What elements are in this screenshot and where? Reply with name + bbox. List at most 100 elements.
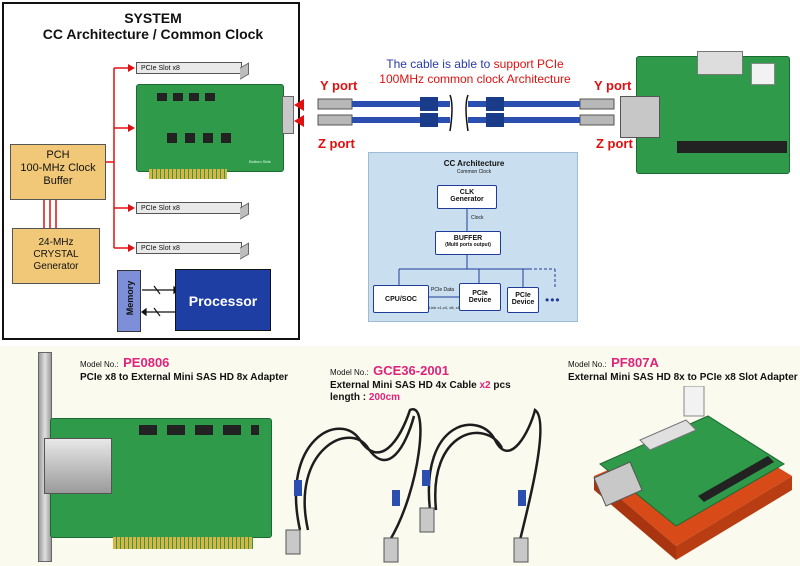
pf807a-top-sas-connector [620, 96, 660, 138]
pf807a-model-code: PF807A [611, 355, 659, 370]
board-arrow [128, 124, 135, 132]
cable2-ferrite-left [420, 113, 438, 127]
cable-b-plug-1 [419, 507, 435, 533]
cable-b-ferrite [422, 470, 430, 486]
cc-device2-line1: PCIe [515, 292, 531, 299]
memory-block: Memory [117, 270, 141, 332]
cable2-plug-right [579, 114, 615, 126]
gce36-length-value: 200cm [368, 392, 401, 403]
cable-b-plug-2 [513, 537, 529, 563]
pf807a-pcie-slot [698, 456, 774, 502]
pcie-slot-3: PCIe Slot x8 [136, 242, 242, 254]
cable-b-pair [434, 431, 504, 511]
cc-architecture-diagram: CC Architecture Common Clock CLK Generat… [368, 152, 578, 322]
cc-cpu-soc: CPU/SOC [373, 285, 429, 313]
cc-connectors [398, 209, 556, 298]
cc-pcie-data-label: PCIe Data [431, 287, 455, 293]
cable-caption-red2: 100MHz common clock Architecture [379, 72, 571, 86]
pe0806-model-code: PE0806 [123, 355, 170, 370]
cable-a-plug-2 [383, 537, 399, 563]
y-port-label-right: Y port [594, 78, 632, 93]
gce36-cables [285, 407, 542, 563]
cable-drawing [294, 94, 636, 132]
cable-a [294, 408, 422, 541]
gce36-length: length : 200cm [330, 392, 511, 404]
slot3-arrow [128, 244, 135, 252]
pch-line3: Buffer [43, 175, 73, 187]
gce36-model-code: GCE36-2001 [373, 363, 450, 378]
system-title-line1: SYSTEM [124, 10, 182, 26]
crystal-line1: 24-MHz [38, 237, 74, 248]
cc-device2-line2: Device [511, 299, 535, 306]
pf807a-top-power-connector [697, 51, 743, 75]
cc-subtitle: Common Clock [456, 169, 492, 175]
cc-device1-line1: PCIe [472, 290, 488, 297]
cc-title: CC Architecture [443, 159, 505, 168]
y-port-label-left: Y port [320, 78, 358, 93]
cable1-ferrite-right [486, 97, 504, 111]
gce36-desc-c: pcs [490, 380, 511, 391]
cc-buffer-line1: BUFFER [453, 235, 483, 242]
product-gce36-header: Model No.: GCE36-2001 External Mini SAS … [330, 362, 511, 404]
product-pf807a-header: Model No.: PF807A External Mini SAS HD 8… [568, 354, 798, 384]
pf807a-model-label: Model No.: [568, 360, 607, 369]
memory-label: Memory [125, 280, 135, 316]
board-side-label: Bottom Side [249, 159, 271, 164]
pe0806-chips [139, 425, 259, 435]
pch-line1: PCH [46, 149, 70, 161]
system-board-bracket [282, 96, 294, 134]
cable-a-plug-1 [285, 529, 301, 555]
cc-clock-label: Clock [471, 215, 484, 221]
mem-proc-slash-2 [153, 307, 161, 317]
cc-clk-line1: CLK [459, 189, 475, 196]
pe0806-sas-connector [44, 438, 112, 494]
cable-a-pair [303, 415, 416, 531]
cable-caption-red1: support PCIe [493, 57, 564, 71]
cable-caption-line1: The cable is able to support PCIe [360, 57, 590, 72]
slot2-arrow [128, 204, 135, 212]
pch-clock-buffer: PCH 100-MHz Clock Buffer [10, 144, 106, 200]
cc-buffer: BUFFER (Multi ports output) [435, 231, 501, 255]
gce36-model-label: Model No.: [330, 368, 369, 377]
cable-b-ferrite-2 [518, 490, 526, 506]
pe0806-model-label: Model No.: [80, 360, 119, 369]
system-adapter-board: Bottom Side [136, 84, 284, 179]
processor-block: Processor [175, 269, 271, 331]
z-port-label-right: Z port [596, 136, 633, 151]
product-pe0806-header: Model No.: PE0806 PCIe x8 to External Mi… [80, 354, 288, 384]
crystal-line2: CRYSTAL [33, 249, 79, 260]
cable-caption-blue: The cable is able to [386, 57, 494, 71]
pf807a-top-molex [751, 63, 775, 85]
pf807a-power-connector [639, 419, 697, 451]
crystal-generator: 24-MHz CRYSTAL Generator [12, 228, 100, 284]
gce36-desc-a: External Mini SAS HD 4x Cable [330, 380, 480, 391]
z-port-arrow-left [294, 115, 304, 127]
system-title: SYSTEM CC Architecture / Common Clock [4, 10, 302, 42]
pf807a-product-image [593, 386, 792, 560]
y-port-arrow-left [294, 99, 304, 111]
pcie-slot-2: PCIe Slot x8 [136, 202, 242, 214]
pe0806-description: PCIe x8 to External Mini SAS HD 8x Adapt… [80, 372, 289, 383]
mem-proc-arrowhead-left [141, 307, 147, 317]
z-port-label-left: Z port [318, 136, 355, 151]
pf807a-molex [683, 386, 705, 417]
gce36-length-label: length : [330, 392, 369, 403]
slot1-arrow [128, 64, 135, 72]
pf807a-description: External Mini SAS HD 8x to PCIe x8 Slot … [568, 372, 798, 383]
cable2-plug-left [317, 114, 353, 126]
board-gold-fingers [149, 169, 227, 179]
cable-caption: The cable is able to support PCIe 100MHz… [360, 57, 590, 87]
pch-line2: 100-MHz Clock [20, 162, 96, 174]
cc-clk-line2: Generator [450, 196, 484, 203]
cable-a-ferrite-2 [392, 490, 400, 506]
cc-link-label: Link x1,x4, x8, x16 [429, 305, 463, 310]
cable2-ferrite-right [486, 113, 504, 127]
pe0806-gold-fingers [113, 537, 253, 549]
board-chips-row [157, 93, 217, 101]
cc-device1-line2: Device [468, 297, 492, 304]
pf807a-top-pcie-slot [677, 141, 787, 153]
cc-pcie-device-2: PCIe Device [507, 287, 539, 313]
gce36-desc-qty: x2 [479, 380, 491, 391]
cc-buffer-line2: (Multi ports output) [445, 242, 491, 248]
crystal-line3: Generator [33, 261, 79, 272]
